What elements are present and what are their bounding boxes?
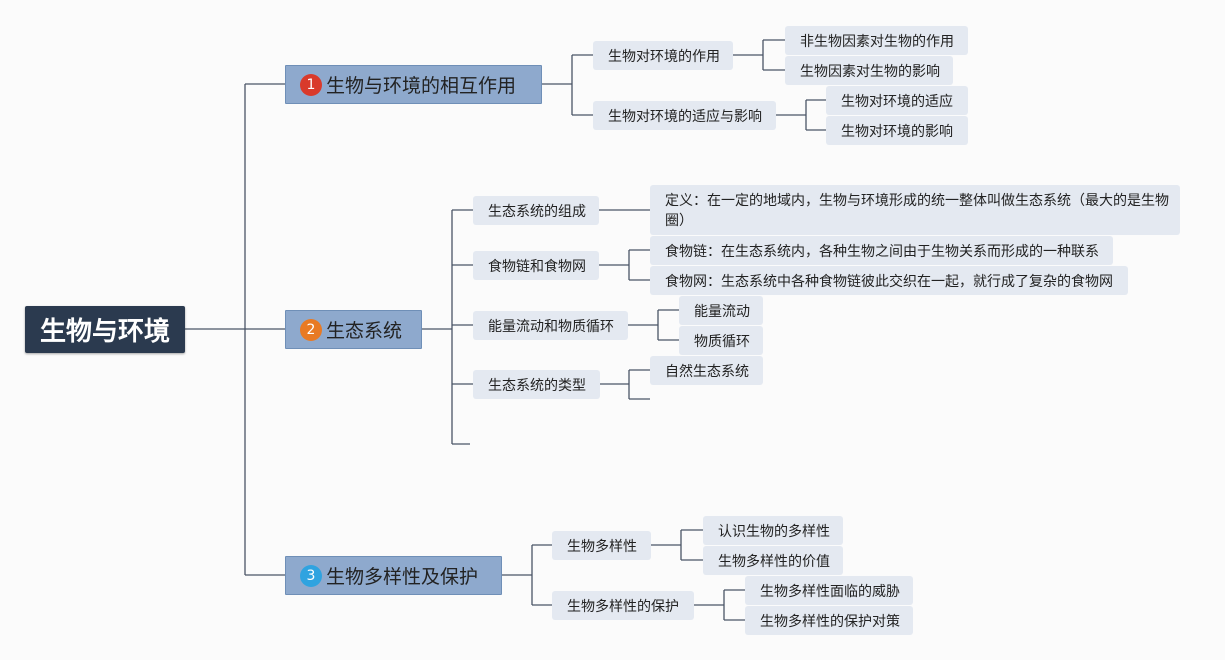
root-node[interactable]: 生物与环境 bbox=[25, 306, 185, 353]
root-label: 生物与环境 bbox=[39, 317, 170, 347]
subtopic-1-1-label: 生物对环境的作用 bbox=[608, 48, 720, 65]
main-topic-3-label: 生物多样性及保护 bbox=[326, 566, 479, 588]
leaf-2-2-1[interactable]: 食物链：在生态系统内，各种生物之间由于生物关系而形成的一种联系 bbox=[650, 236, 1113, 265]
subtopic-3-1-label: 生物多样性 bbox=[567, 538, 637, 555]
leaf-2-3-2-label: 物质循环 bbox=[694, 333, 750, 350]
leaf-2-4-1[interactable]: 自然生态系统 bbox=[650, 356, 763, 385]
leaf-2-3-1-label: 能量流动 bbox=[694, 303, 750, 320]
leaf-3-2-1-label: 生物多样性面临的威胁 bbox=[760, 583, 900, 600]
subtopic-1-2[interactable]: 生物对环境的适应与影响 bbox=[593, 101, 776, 130]
leaf-1-1-1[interactable]: 非生物因素对生物的作用 bbox=[785, 26, 968, 55]
leaf-3-1-1[interactable]: 认识生物的多样性 bbox=[703, 516, 843, 545]
leaf-2-2-1-label: 食物链：在生态系统内，各种生物之间由于生物关系而形成的一种联系 bbox=[665, 243, 1099, 260]
subtopic-2-4-label: 生态系统的类型 bbox=[488, 377, 586, 394]
main-topic-1[interactable]: 1 生物与环境的相互作用 bbox=[285, 65, 542, 104]
subtopic-2-1[interactable]: 生态系统的组成 bbox=[473, 196, 599, 225]
main-topic-2[interactable]: 2 生态系统 bbox=[285, 310, 422, 349]
leaf-1-1-2[interactable]: 生物因素对生物的影响 bbox=[785, 56, 953, 85]
leaf-2-2-2-label: 食物网：生态系统中各种食物链彼此交织在一起，就行成了复杂的食物网 bbox=[665, 273, 1113, 290]
leaf-1-2-1-label: 生物对环境的适应 bbox=[841, 93, 953, 110]
leaf-1-2-2[interactable]: 生物对环境的影响 bbox=[826, 116, 968, 145]
leaf-3-2-2-label: 生物多样性的保护对策 bbox=[760, 613, 900, 630]
subtopic-3-1[interactable]: 生物多样性 bbox=[552, 531, 651, 560]
subtopic-1-2-label: 生物对环境的适应与影响 bbox=[608, 108, 762, 125]
leaf-1-1-1-label: 非生物因素对生物的作用 bbox=[800, 33, 954, 50]
subtopic-2-2[interactable]: 食物链和食物网 bbox=[473, 251, 599, 280]
subtopic-1-1[interactable]: 生物对环境的作用 bbox=[593, 41, 733, 70]
subtopic-2-3[interactable]: 能量流动和物质循环 bbox=[473, 311, 628, 340]
number-badge-1: 1 bbox=[300, 73, 322, 96]
leaf-3-1-2-label: 生物多样性的价值 bbox=[718, 553, 830, 570]
subtopic-2-2-label: 食物链和食物网 bbox=[488, 258, 586, 275]
subtopic-2-1-label: 生态系统的组成 bbox=[488, 203, 586, 220]
subtopic-3-2-label: 生物多样性的保护 bbox=[567, 598, 679, 615]
leaf-1-2-2-label: 生物对环境的影响 bbox=[841, 123, 953, 140]
main-topic-2-label: 生态系统 bbox=[326, 320, 403, 342]
main-topic-1-label: 生物与环境的相互作用 bbox=[326, 75, 517, 97]
leaf-3-2-2[interactable]: 生物多样性的保护对策 bbox=[745, 606, 913, 635]
leaf-1-1-2-label: 生物因素对生物的影响 bbox=[800, 63, 940, 80]
leaf-2-1-1[interactable]: 定义：在一定的地域内，生物与环境形成的统一整体叫做生态系统（最大的是生物圈） bbox=[650, 185, 1180, 235]
subtopic-2-3-label: 能量流动和物质循环 bbox=[488, 318, 614, 335]
leaf-2-2-2[interactable]: 食物网：生态系统中各种食物链彼此交织在一起，就行成了复杂的食物网 bbox=[650, 266, 1128, 295]
subtopic-2-4[interactable]: 生态系统的类型 bbox=[473, 370, 600, 399]
subtopic-3-2[interactable]: 生物多样性的保护 bbox=[552, 591, 694, 620]
leaf-2-1-1-label: 定义：在一定的地域内，生物与环境形成的统一整体叫做生态系统（最大的是生物圈） bbox=[665, 193, 1169, 229]
leaf-2-3-1[interactable]: 能量流动 bbox=[679, 296, 763, 325]
leaf-1-2-1[interactable]: 生物对环境的适应 bbox=[826, 86, 968, 115]
leaf-3-1-2[interactable]: 生物多样性的价值 bbox=[703, 546, 843, 575]
leaf-2-3-2[interactable]: 物质循环 bbox=[679, 326, 763, 355]
leaf-2-4-1-label: 自然生态系统 bbox=[665, 363, 749, 380]
leaf-3-2-1[interactable]: 生物多样性面临的威胁 bbox=[745, 576, 913, 605]
leaf-3-1-1-label: 认识生物的多样性 bbox=[718, 523, 830, 540]
main-topic-3[interactable]: 3 生物多样性及保护 bbox=[285, 556, 502, 595]
number-badge-3: 3 bbox=[300, 564, 322, 587]
number-badge-2: 2 bbox=[300, 318, 322, 341]
